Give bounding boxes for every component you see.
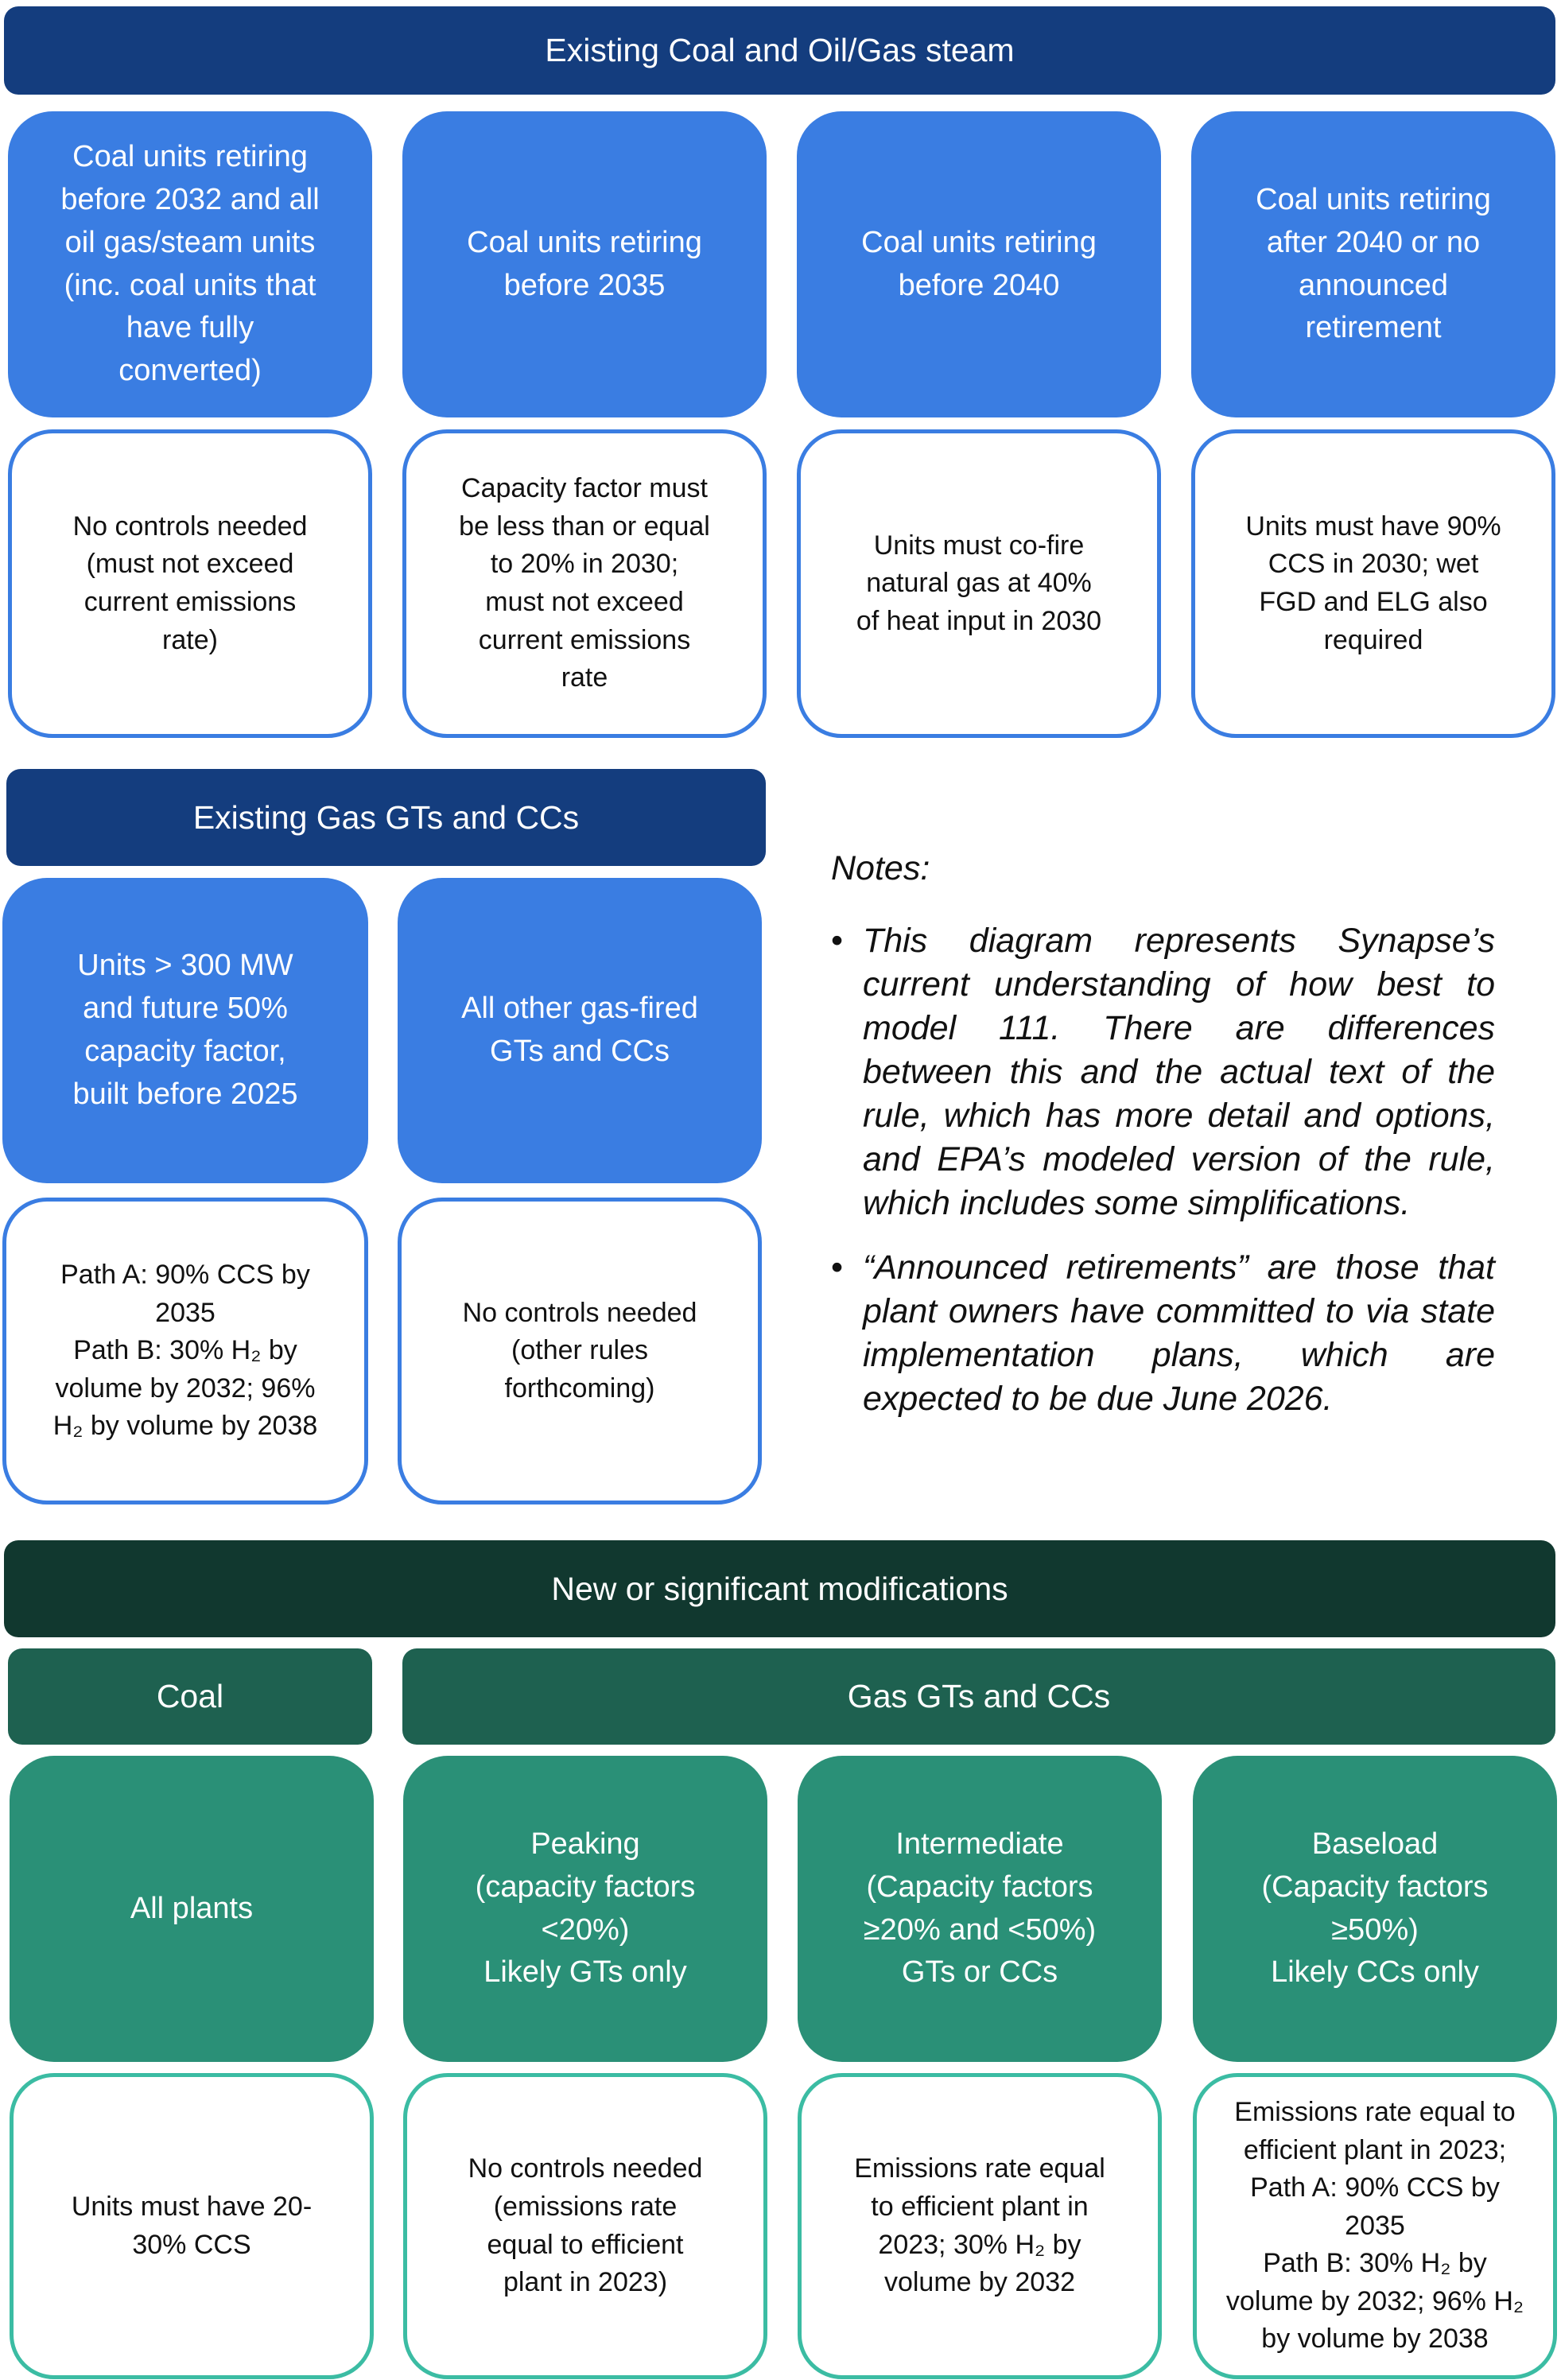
bullet-icon: •: [831, 1248, 844, 1287]
category-new-gas-baseload: Baseload (Capacity factors ≥50%) Likely …: [1193, 1756, 1557, 2062]
note-item: • This diagram represents Synapse’s curr…: [831, 919, 1495, 1225]
requirement-gas-other: No controls needed (other rules forthcom…: [398, 1198, 762, 1504]
requirement-gas-large-units: Path A: 90% CCS by 2035 Path B: 30% H₂ b…: [2, 1198, 368, 1504]
note-text: “Announced retirements” are those that p…: [863, 1248, 1495, 1419]
notes-panel: Notes: • This diagram represents Synapse…: [831, 847, 1495, 1442]
requirement-coal-before-2035: Capacity factor must be less than or equ…: [402, 429, 767, 738]
requirement-coal-before-2040: Units must co-fire natural gas at 40% of…: [797, 429, 1161, 738]
coal-subheader: Coal: [8, 1648, 372, 1745]
gas-subheader: Gas GTs and CCs: [402, 1648, 1555, 1745]
requirement-coal-before-2032: No controls needed (must not exceed curr…: [8, 429, 372, 738]
category-coal-after-2040: Coal units retiring after 2040 or no ann…: [1191, 111, 1555, 417]
existing-gas-header: Existing Gas GTs and CCs: [6, 769, 766, 866]
note-text: This diagram represents Synapse’s curren…: [863, 922, 1495, 1223]
category-coal-before-2032: Coal units retiring before 2032 and all …: [8, 111, 372, 417]
requirement-new-coal-all-plants: Units must have 20- 30% CCS: [10, 2073, 374, 2379]
requirement-new-gas-peaking: No controls needed (emissions rate equal…: [403, 2073, 767, 2379]
category-gas-other: All other gas-fired GTs and CCs: [398, 878, 762, 1183]
category-coal-before-2040: Coal units retiring before 2040: [797, 111, 1161, 417]
category-new-gas-peaking: Peaking (capacity factors <20%) Likely G…: [403, 1756, 767, 2062]
category-new-gas-intermediate: Intermediate (Capacity factors ≥20% and …: [798, 1756, 1162, 2062]
category-new-coal-all-plants: All plants: [10, 1756, 374, 2062]
requirement-coal-after-2040: Units must have 90% CCS in 2030; wet FGD…: [1191, 429, 1555, 738]
requirement-new-gas-intermediate: Emissions rate equal to efficient plant …: [798, 2073, 1162, 2379]
category-coal-before-2035: Coal units retiring before 2035: [402, 111, 767, 417]
new-modifications-header: New or significant modifications: [4, 1540, 1555, 1637]
note-item: • “Announced retirements” are those that…: [831, 1246, 1495, 1421]
existing-coal-oil-gas-header: Existing Coal and Oil/Gas steam: [4, 6, 1555, 95]
category-gas-large-units: Units > 300 MW and future 50% capacity f…: [2, 878, 368, 1183]
bullet-icon: •: [831, 922, 844, 961]
requirement-new-gas-baseload: Emissions rate equal to efficient plant …: [1193, 2073, 1557, 2379]
notes-title: Notes:: [831, 849, 930, 887]
notes-list: • This diagram represents Synapse’s curr…: [831, 919, 1495, 1421]
